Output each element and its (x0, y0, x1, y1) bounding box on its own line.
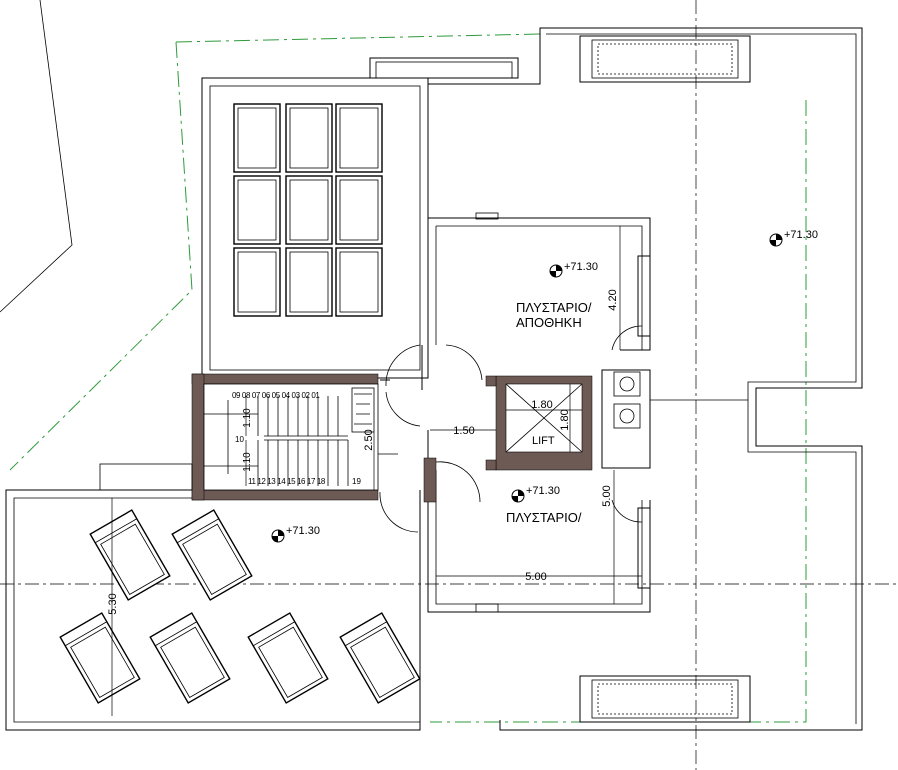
dim-terrace-height: 5.30 (107, 593, 119, 614)
level-storage: +71.30 (564, 261, 598, 273)
pv-panel (233, 175, 281, 245)
solar-collector (89, 509, 171, 601)
pv-panel (335, 247, 383, 317)
doors (379, 325, 643, 533)
solar-collectors (59, 509, 421, 704)
room-label-laundry: ΠΛΥΣΤΑΡΙΟ/ (506, 510, 582, 525)
pv-panel (233, 247, 281, 317)
stair-step-last: 19 (352, 477, 361, 486)
stair-treads (257, 396, 349, 486)
dim-corridor-width: 1.50 (453, 425, 474, 437)
pv-panel (285, 103, 333, 173)
dim-laundry-height: 5.00 (601, 485, 613, 506)
room-label-storage-line2: ΑΠΟΘΗΚΗ (516, 315, 582, 330)
roof-vent-south (579, 675, 751, 723)
east-roof (427, 27, 863, 731)
solar-collector (339, 612, 421, 704)
room-label-lift: LIFT (532, 435, 555, 447)
storage-room (427, 212, 651, 351)
pv-panel (335, 175, 383, 245)
level-marker-storage (549, 264, 563, 278)
level-laundry: +71.30 (526, 485, 560, 497)
dim-stair-upper: 1.10 (242, 408, 253, 428)
site-line (0, 0, 73, 313)
dim-storage-height: 4.20 (607, 289, 619, 310)
stair-steps-lower: 11 12 13 14 15 16 17 18 (248, 477, 326, 486)
dim-lift-width: 1.80 (531, 399, 552, 411)
stair-core (191, 373, 398, 501)
pv-panel (233, 103, 281, 173)
lift-core (485, 375, 593, 471)
solar-collector (59, 612, 141, 704)
dim-laundry-width: 5.00 (525, 571, 546, 583)
corridor (380, 345, 437, 503)
room-label-storage-line1: ΠΛΥΣΤΑΡΙΟ/ (516, 300, 592, 315)
west-terrace (5, 463, 421, 731)
solar-collector (149, 612, 231, 704)
dimension-lines (111, 226, 642, 716)
pv-panel-grid (233, 103, 383, 317)
appliance-block (601, 369, 748, 469)
stair-step-landing: 10 (235, 435, 244, 444)
plot-boundary (9, 33, 807, 723)
stair-steps-upper: 09 08 07 06 05 04 03 02 01 (232, 391, 320, 400)
dim-stair-length: 2.50 (363, 429, 375, 450)
dim-lift-depth: 1.80 (559, 409, 571, 430)
pv-panel (285, 247, 333, 317)
solar-collector (247, 612, 329, 704)
level-marker-laundry (511, 489, 525, 503)
pv-panel (335, 103, 383, 173)
level-marker-west-terrace (271, 529, 285, 543)
level-marker-east-roof (769, 233, 783, 247)
laundry-room (427, 470, 651, 613)
level-east-roof: +71.30 (784, 229, 818, 241)
solar-collector (171, 509, 253, 601)
pv-panel (285, 175, 333, 245)
roof-vent-north (579, 35, 751, 83)
dim-stair-lower: 1.10 (242, 452, 253, 472)
level-west-terrace: +71.30 (286, 525, 320, 537)
